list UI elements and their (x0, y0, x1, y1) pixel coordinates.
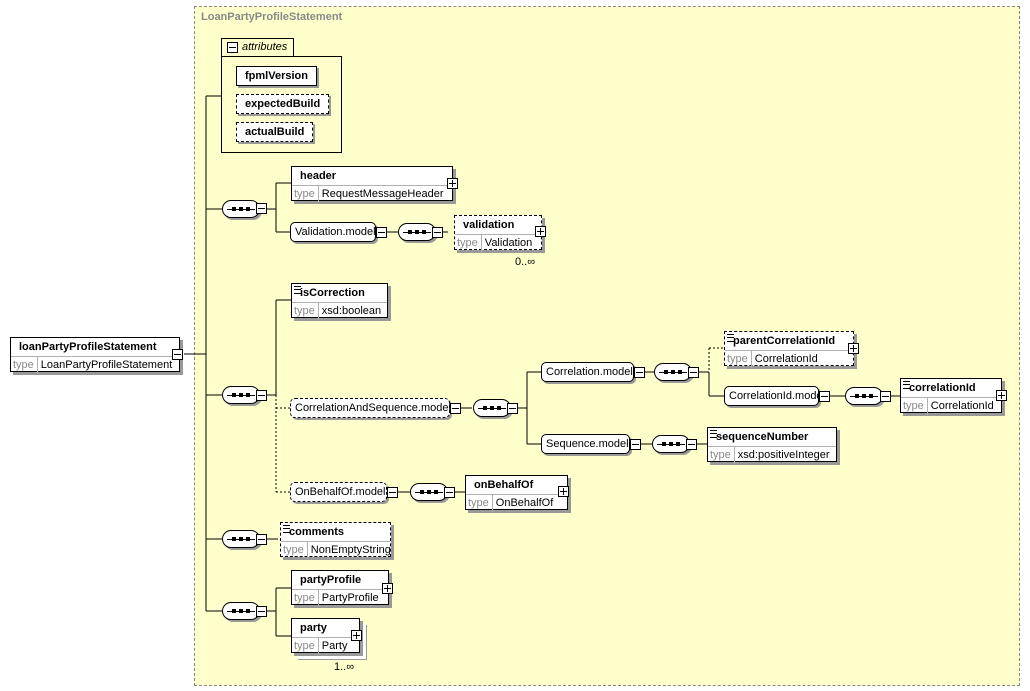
type-key: type (292, 590, 319, 607)
element-type: xsd:boolean (321, 305, 382, 317)
root-element-name: loanPartyProfileStatement (19, 341, 157, 353)
sequence-compositor[interactable] (410, 483, 448, 501)
root-collapse-icon[interactable] (172, 349, 183, 360)
sequence-compositor[interactable] (398, 223, 436, 241)
sequence-compositor[interactable] (222, 200, 260, 218)
element-type: xsd:positiveInteger (737, 449, 830, 461)
sequence-compositor[interactable] (654, 363, 692, 381)
attribute-expectedbuild[interactable]: expectedBuild (236, 94, 330, 114)
type-key: type (11, 357, 38, 374)
element-name: comments (289, 526, 345, 538)
element-type: Party (321, 640, 348, 652)
root-element-type: LoanPartyProfileStatement (40, 359, 173, 371)
documentation-icon (727, 334, 734, 342)
documentation-icon (903, 381, 910, 389)
element-name: isCorrection (300, 287, 365, 299)
sequence-collapse-icon[interactable] (432, 227, 443, 238)
attribute-fpmlversion[interactable]: fpmlVersion (236, 66, 317, 86)
sequence-collapse-icon[interactable] (256, 534, 267, 545)
sequence-compositor[interactable] (473, 399, 511, 417)
type-key: type (292, 186, 319, 203)
sequence-collapse-icon[interactable] (507, 403, 518, 414)
expand-icon[interactable] (996, 390, 1007, 401)
type-key: type (725, 351, 752, 368)
element-type: OnBehalfOf (495, 497, 554, 509)
element-name: party (300, 622, 327, 634)
type-key: type (708, 447, 735, 464)
type-key: type (292, 303, 319, 320)
element-name: sequenceNumber (716, 431, 809, 443)
sequence-compositor[interactable] (222, 386, 260, 404)
documentation-icon (283, 525, 290, 533)
expand-icon[interactable] (382, 583, 393, 594)
sequence-collapse-icon[interactable] (880, 391, 891, 402)
group-sequence-model[interactable]: Sequence.model (541, 434, 630, 454)
attributes-collapse-icon[interactable] (227, 42, 238, 53)
group-collapse-icon[interactable] (387, 487, 398, 498)
element-name: header (300, 170, 337, 182)
element-type: NonEmptyString (310, 544, 390, 556)
group-on-behalf-of-model[interactable]: OnBehalfOf.model (290, 482, 387, 502)
element-type: Validation (484, 237, 533, 249)
complex-type-label: LoanPartyProfileStatement (201, 11, 343, 23)
occurrence-label: 0..∞ (515, 256, 536, 268)
group-validation-model[interactable]: Validation.model (290, 222, 376, 242)
element-name: validation (463, 219, 515, 231)
element-type: CorrelationId (930, 400, 994, 412)
attribute-actualbuild[interactable]: actualBuild (236, 122, 314, 142)
type-key: type (292, 638, 319, 655)
sequence-compositor[interactable] (222, 530, 260, 548)
group-collapse-icon[interactable] (819, 391, 830, 402)
documentation-icon (710, 430, 717, 438)
type-key: type (281, 542, 308, 559)
sequence-collapse-icon[interactable] (256, 203, 267, 214)
sequence-collapse-icon[interactable] (256, 390, 267, 401)
type-key: type (466, 495, 493, 512)
documentation-icon (294, 286, 301, 294)
element-type: RequestMessageHeader (321, 188, 444, 200)
attributes-tab (221, 38, 294, 57)
sequence-collapse-icon[interactable] (256, 606, 267, 617)
group-collapse-icon[interactable] (450, 403, 461, 414)
sequence-collapse-icon[interactable] (444, 487, 455, 498)
expand-icon[interactable] (535, 226, 546, 237)
element-name: correlationId (909, 382, 976, 394)
sequence-compositor[interactable] (222, 602, 260, 620)
element-name: parentCorrelationId (733, 335, 836, 347)
expand-icon[interactable] (351, 630, 362, 641)
element-name: onBehalfOf (474, 479, 534, 491)
expand-icon[interactable] (558, 486, 569, 497)
sequence-collapse-icon[interactable] (686, 439, 697, 450)
element-name: partyProfile (300, 574, 362, 586)
group-correlation-and-sequence-model[interactable]: CorrelationAndSequence.model (290, 398, 451, 418)
expand-icon[interactable] (848, 343, 859, 354)
occurrence-label: 1..∞ (334, 661, 355, 673)
element-type: CorrelationId (754, 353, 818, 365)
expand-icon[interactable] (447, 178, 458, 189)
type-key: type (901, 398, 928, 415)
group-collapse-icon[interactable] (376, 227, 387, 238)
sequence-compositor[interactable] (652, 435, 690, 453)
group-correlation-model[interactable]: Correlation.model (541, 362, 634, 382)
element-type: PartyProfile (321, 592, 379, 604)
attributes-label: attributes (242, 41, 288, 53)
sequence-collapse-icon[interactable] (688, 367, 699, 378)
type-key: type (455, 235, 482, 252)
sequence-compositor[interactable] (845, 387, 883, 405)
group-collapse-icon[interactable] (630, 439, 641, 450)
group-correlation-id-model[interactable]: CorrelationId.model (724, 386, 825, 406)
group-collapse-icon[interactable] (634, 367, 645, 378)
